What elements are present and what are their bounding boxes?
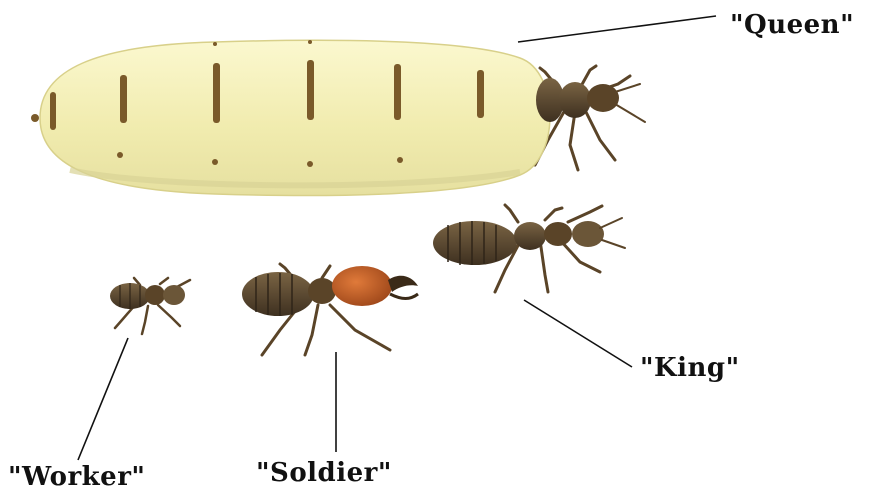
king-label: "King" <box>640 353 740 383</box>
queen-label: "Queen" <box>730 10 854 40</box>
queen-leader-line <box>518 16 716 42</box>
soldier-label: "Soldier" <box>256 458 392 488</box>
worker-label: "Worker" <box>8 462 145 492</box>
soldier-termite-icon <box>242 264 418 355</box>
king-termite-icon <box>433 205 625 292</box>
worker-termite-icon <box>110 278 190 334</box>
king-leader-line <box>524 300 632 367</box>
queen-termite-icon <box>31 40 645 196</box>
worker-leader-line <box>78 338 128 460</box>
